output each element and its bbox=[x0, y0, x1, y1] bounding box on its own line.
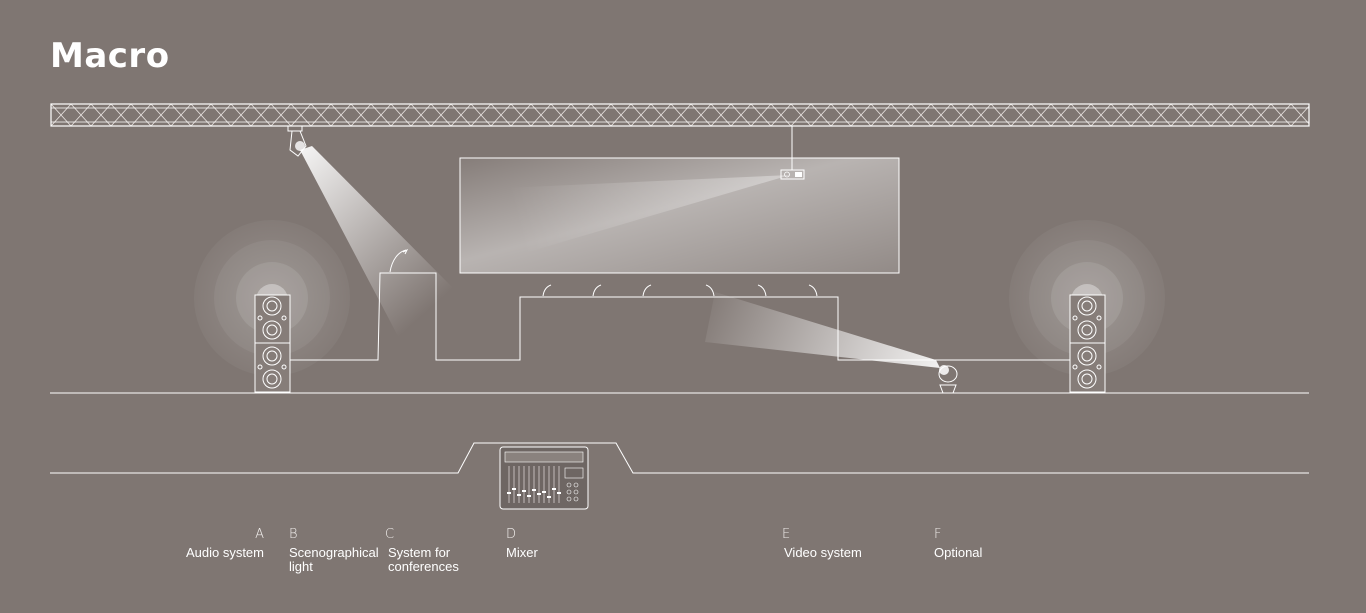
legend-item-system-for-conferences: C System for conferences bbox=[385, 527, 459, 574]
legend-label-line: Optional bbox=[934, 545, 983, 560]
legend-item-video-system: E Video system bbox=[782, 527, 862, 560]
right-speaker-stack bbox=[1009, 220, 1165, 393]
legend-label: Video system bbox=[782, 546, 862, 560]
scenographical-light-beam bbox=[300, 146, 455, 340]
legend-letter: F bbox=[934, 527, 942, 542]
left-speaker-stack bbox=[194, 220, 350, 393]
legend-letter: A bbox=[255, 527, 264, 542]
lighting-truss bbox=[50, 103, 1310, 127]
legend-letter: D bbox=[506, 527, 517, 542]
audience-floor-line bbox=[50, 442, 1309, 474]
legend-label-line: light bbox=[289, 559, 313, 574]
legend-label-line: Audio system bbox=[185, 545, 264, 560]
legend-label-line: Video system bbox=[784, 545, 862, 560]
legend-item-audio-system: A Audio system bbox=[184, 527, 264, 560]
legend-label-line: System for bbox=[388, 545, 451, 560]
legend-label: Mixer bbox=[506, 546, 538, 560]
legend-item-optional: F Optional bbox=[934, 527, 982, 560]
stage-outline bbox=[290, 248, 1070, 361]
legend-letter: C bbox=[385, 527, 395, 542]
legend-label: System for conferences bbox=[385, 546, 459, 574]
legend-letter: E bbox=[782, 527, 791, 542]
spotlight-icon bbox=[287, 125, 307, 157]
legend-label: Optional bbox=[934, 546, 982, 560]
legend-label: Audio system bbox=[184, 546, 264, 560]
legend-label: Scenographical light bbox=[289, 546, 379, 574]
legend-label-line: conferences bbox=[388, 559, 459, 574]
projection-screen bbox=[459, 157, 900, 274]
legend-letter: B bbox=[289, 527, 298, 542]
legend-item-scenographical-light: B Scenographical light bbox=[289, 527, 379, 574]
legend-label-line: Mixer bbox=[506, 545, 538, 560]
floor-spotlight-icon bbox=[938, 365, 958, 394]
mixer-console-icon bbox=[499, 446, 589, 510]
projector-icon bbox=[780, 126, 805, 180]
legend-item-mixer: D Mixer bbox=[506, 527, 538, 560]
legend-label-line: Scenographical bbox=[289, 545, 379, 560]
conference-microphones bbox=[542, 284, 818, 297]
optional-light-beam bbox=[705, 292, 940, 368]
page-title: Macro bbox=[50, 36, 170, 76]
